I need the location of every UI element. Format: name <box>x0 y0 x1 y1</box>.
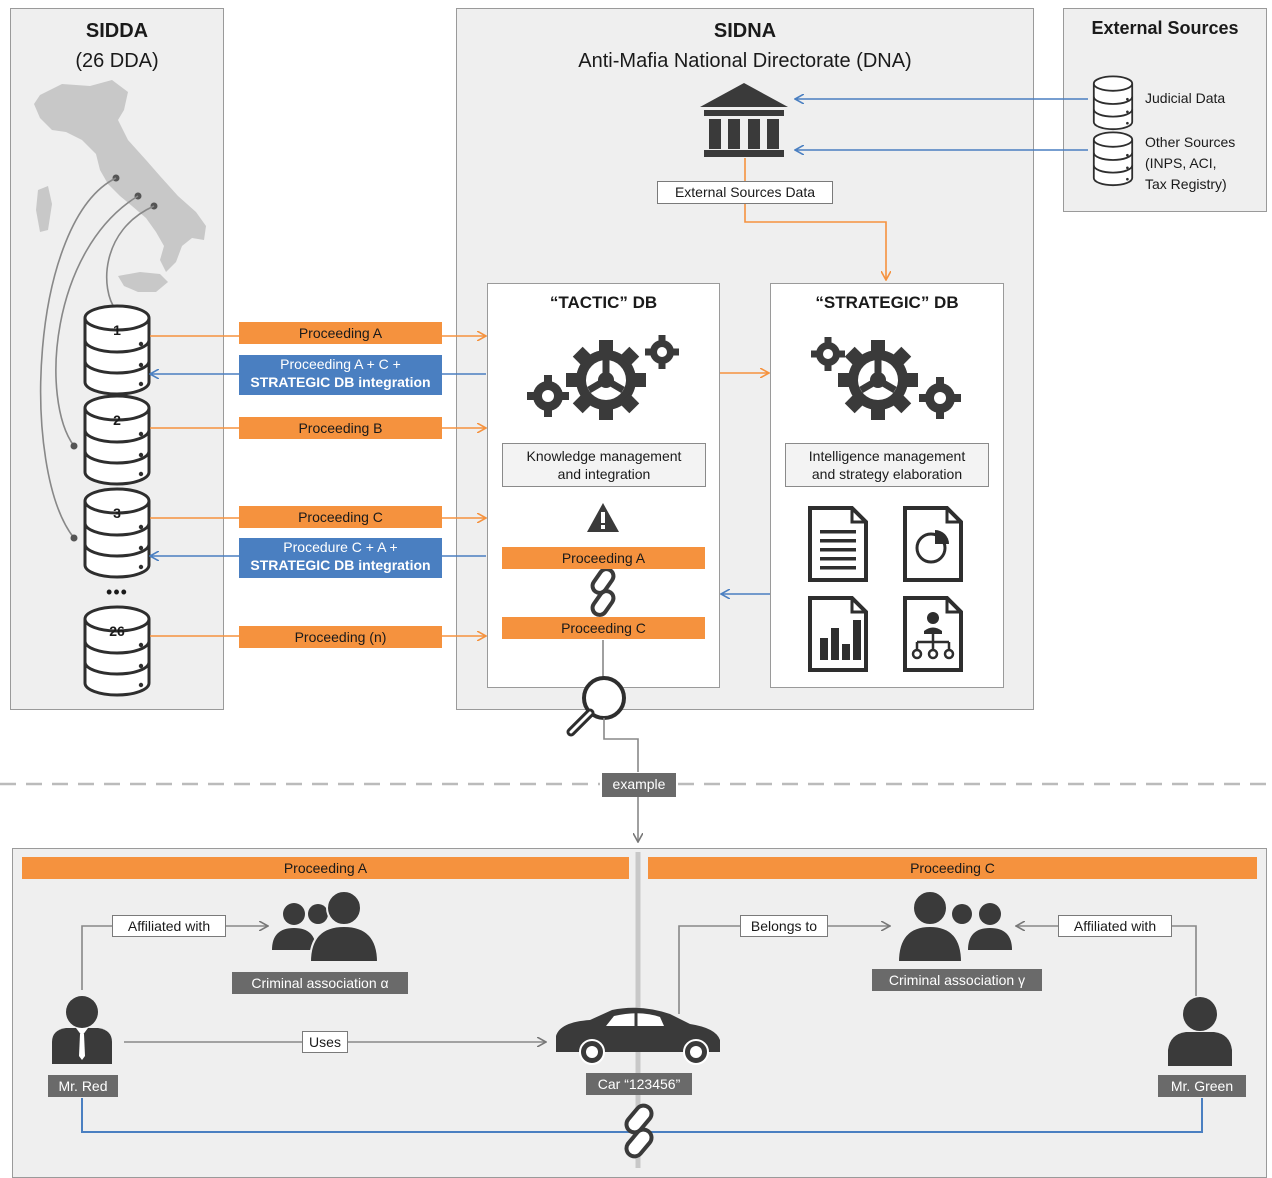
flow-proceeding-a-label: Proceeding A <box>239 322 442 344</box>
mr-red-avatar-icon <box>52 996 112 1064</box>
other-sources-label: Other Sources <box>1145 134 1236 150</box>
example-proceeding-a-header: Proceeding A <box>22 857 629 879</box>
flow-proceeding-c-label: Proceeding C <box>239 506 442 528</box>
other-sources-detail-2: Tax Registry) <box>1145 176 1227 192</box>
sidna-subtitle: Anti-Mafia National Directorate (DNA) <box>578 50 912 72</box>
sidda-db-26-icon <box>83 605 151 697</box>
sicily-map <box>118 272 168 292</box>
document-org-chart-icon <box>903 596 963 672</box>
car-label: Car “123456” <box>586 1073 692 1095</box>
italy-map <box>34 80 206 272</box>
flow-return-c-line2: STRATEGIC DB integration <box>250 557 431 573</box>
strategic-caption-line1: Intelligence management <box>808 448 966 464</box>
criminal-association-alpha-label: Criminal association α <box>232 972 408 994</box>
external-sources-title: External Sources <box>1091 18 1239 38</box>
uses-label: Uses <box>302 1031 348 1053</box>
criminal-association-gamma-icon <box>896 890 1012 963</box>
criminal-association-gamma-label: Criminal association γ <box>872 969 1042 991</box>
affiliated-with-right-label: Affiliated with <box>1058 915 1172 937</box>
sidda-db-2-number: 2 <box>113 412 121 428</box>
strategic-caption: Intelligence management and strategy ela… <box>785 443 989 487</box>
strategic-db-title: “STRATEGIC” DB <box>815 293 959 312</box>
tactic-proceeding-a-label: Proceeding A <box>502 547 705 569</box>
tactic-caption-line2: and integration <box>557 466 651 482</box>
flow-proceeding-b-label: Proceeding B <box>239 417 442 439</box>
tactic-gears-icon <box>527 335 679 420</box>
flow-proceeding-n-label: Proceeding (n) <box>239 626 442 648</box>
external-sources-data-label: External Sources Data <box>657 181 833 204</box>
document-bar-chart-icon <box>808 596 868 672</box>
tactic-db-title: “TACTIC” DB <box>549 293 658 312</box>
sidna-title: SIDNA <box>713 20 777 42</box>
belongs-to-label: Belongs to <box>740 915 828 937</box>
warning-icon <box>587 503 619 532</box>
sidda-subtitle: (26 DDA) <box>75 50 159 72</box>
mr-green-avatar-icon <box>1168 997 1232 1066</box>
car-icon <box>556 1007 720 1065</box>
bottom-chain-link-icon <box>624 1103 654 1159</box>
judicial-data-label: Judicial Data <box>1145 90 1226 106</box>
flow-return-a-line2: STRATEGIC DB integration <box>250 374 431 390</box>
sidda-db-2-icon <box>83 394 151 486</box>
document-pie-chart-icon <box>903 506 963 582</box>
mr-red-label: Mr. Red <box>48 1075 118 1097</box>
sidda-db-26-number: 26 <box>109 623 125 639</box>
affiliated-with-left-label: Affiliated with <box>112 915 226 937</box>
example-label: example <box>602 773 676 797</box>
sidda-db-3-icon <box>83 487 151 579</box>
sidda-ellipsis: ••• <box>106 582 128 602</box>
flow-return-a-line1: Proceeding A + C + <box>280 356 401 372</box>
example-proceeding-c-header: Proceeding C <box>648 857 1257 879</box>
tactic-caption: Knowledge management and integration <box>502 443 706 487</box>
document-text-icon <box>808 506 868 582</box>
tactic-caption-line1: Knowledge management <box>526 448 682 464</box>
tactic-proceeding-c-label: Proceeding C <box>502 617 705 639</box>
mr-green-label: Mr. Green <box>1158 1075 1246 1097</box>
sidda-db-1-icon <box>83 304 151 396</box>
chain-link-icon <box>590 567 616 617</box>
strategic-caption-line2: and strategy elaboration <box>811 466 963 482</box>
flow-return-c-label: Procedure C + A + STRATEGIC DB integrati… <box>239 538 442 578</box>
sidda-title: SIDDA <box>85 20 149 42</box>
flow-return-c-line1: Procedure C + A + <box>283 539 398 555</box>
other-sources-detail-1: (INPS, ACI, <box>1145 155 1217 171</box>
sidda-db-3-number: 3 <box>113 505 121 521</box>
courthouse-icon <box>700 83 788 157</box>
sardinia-map <box>36 186 52 232</box>
criminal-association-alpha-icon <box>272 890 380 963</box>
flow-return-a-label: Proceeding A + C + STRATEGIC DB integrat… <box>239 355 442 395</box>
strategic-gears-icon <box>811 337 961 420</box>
other-sources-db-icon <box>1092 131 1134 187</box>
magnifier-icon <box>566 676 626 737</box>
judicial-data-db-icon <box>1092 75 1134 131</box>
sidda-db-1-number: 1 <box>113 322 121 338</box>
